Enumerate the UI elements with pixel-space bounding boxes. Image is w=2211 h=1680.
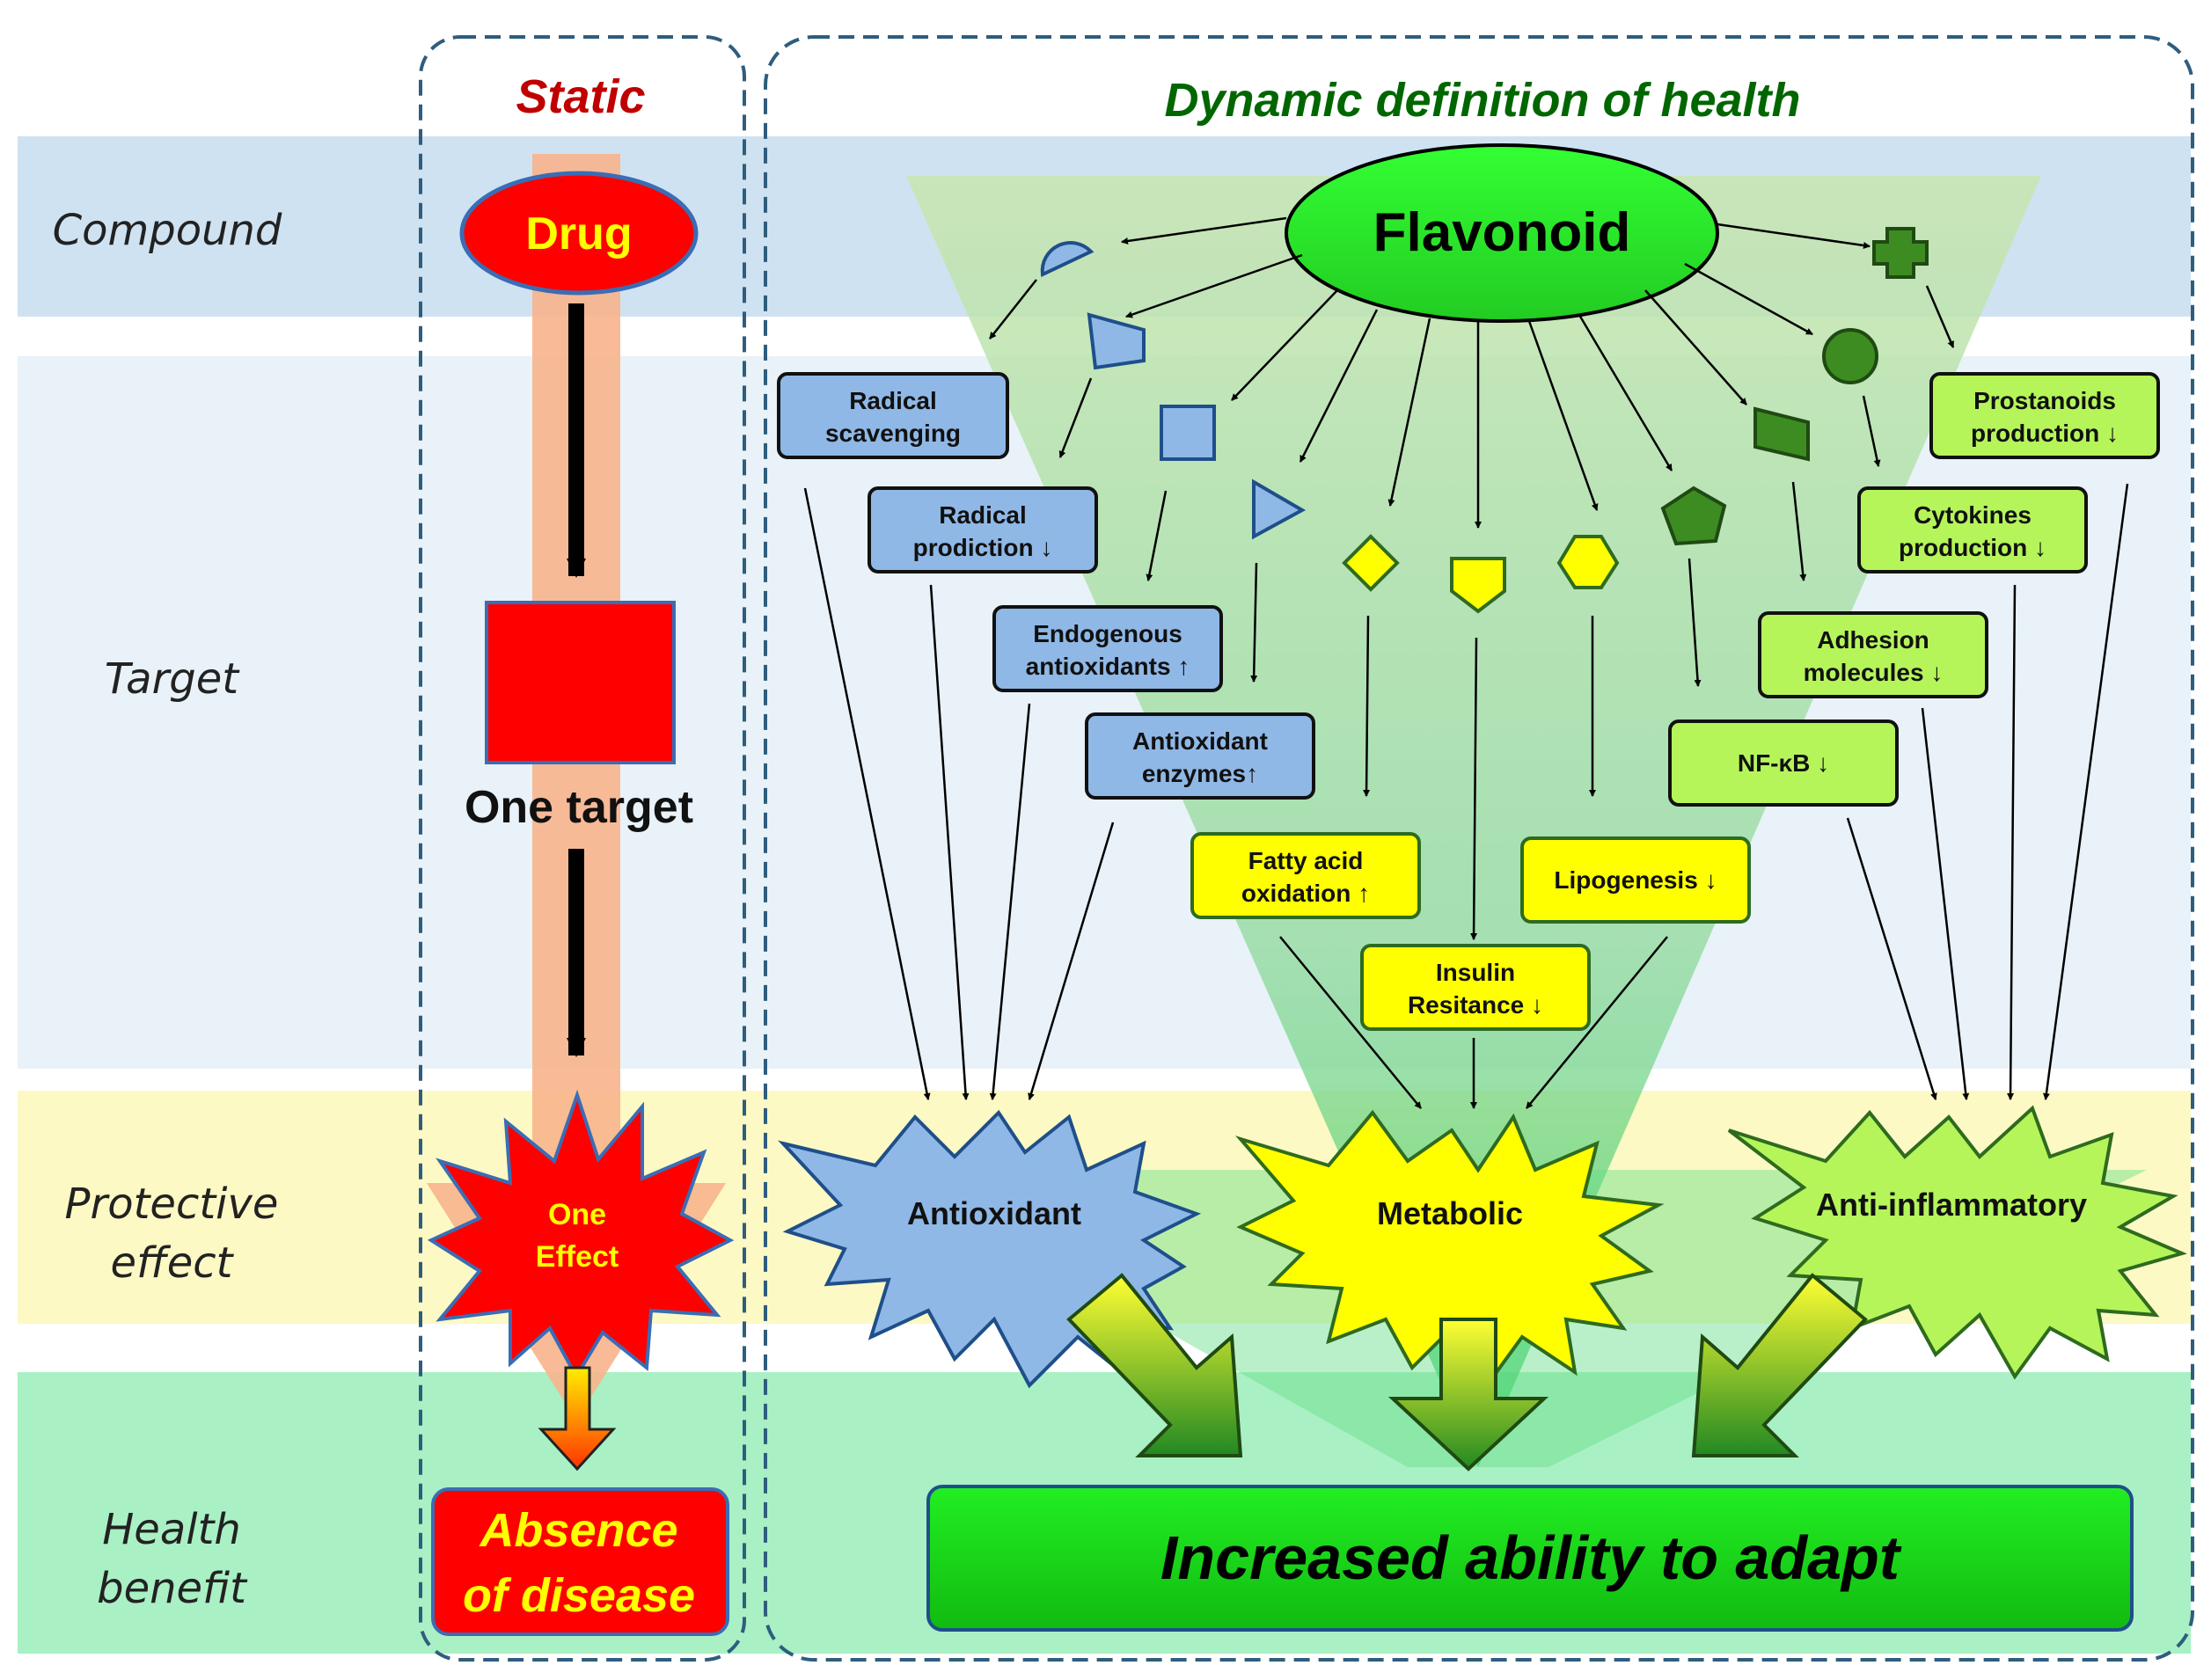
- row-label-protective-1: Protective: [65, 1180, 279, 1229]
- flavonoid-ellipse: [1285, 143, 1719, 323]
- row-label-health-2: benefit: [97, 1564, 248, 1613]
- absence-label-2: of disease: [463, 1569, 695, 1622]
- box-lipogenesis: Lipogenesis ↓: [1520, 836, 1751, 924]
- box-insulin-resistance: Insulin Resitance ↓: [1360, 944, 1591, 1031]
- svg-text:oxidation ↑: oxidation ↑: [1241, 880, 1370, 907]
- svg-text:Fatty acid: Fatty acid: [1248, 847, 1364, 874]
- svg-text:scavenging: scavenging: [825, 420, 961, 447]
- big-arrow-left: [1066, 1273, 1243, 1457]
- box-adhesion-molecules: Adhesion molecules ↓: [1758, 611, 1988, 698]
- box-radical-scavenging: Radical scavenging: [777, 372, 1009, 459]
- drug-ellipse: [459, 171, 699, 296]
- trapezoid-shape: [1087, 312, 1146, 370]
- one-effect-label-1: One: [548, 1198, 606, 1231]
- drug-label: Drug: [525, 208, 632, 259]
- svg-text:antioxidants ↑: antioxidants ↑: [1026, 653, 1190, 680]
- dark-pentagon-shape: [1660, 486, 1727, 546]
- svg-text:enzymes↑: enzymes↑: [1142, 760, 1258, 787]
- dynamic-panel: Flavonoid: [764, 35, 2194, 1662]
- outcome-label: Increased ability to adapt: [1160, 1523, 1902, 1592]
- static-small-arrow: [538, 1366, 617, 1472]
- box-prostanoids-production: Prostanoids production ↓: [1929, 372, 2160, 459]
- box-endogenous-antioxidants: Endogenous antioxidants ↑: [992, 605, 1223, 692]
- pentagon-shape: [1450, 557, 1506, 614]
- square-shape: [1160, 405, 1216, 461]
- absence-label-1: Absence: [478, 1504, 677, 1557]
- hexagon-shape: [1556, 535, 1620, 589]
- dynamic-panel-frame: [764, 35, 2194, 1662]
- absence-of-disease-box: [431, 1487, 729, 1636]
- flavonoid-label: Flavonoid: [1373, 202, 1631, 263]
- target-to-effect-arrows: [803, 483, 2129, 1109]
- svg-text:Endogenous: Endogenous: [1033, 620, 1182, 647]
- dynamic-title: Dynamic definition of health: [1164, 74, 1800, 127]
- static-title: Static: [516, 70, 645, 123]
- svg-text:molecules ↓: molecules ↓: [1804, 659, 1944, 686]
- svg-text:Adhesion: Adhesion: [1817, 626, 1929, 654]
- box-cytokines-production: Cytokines production ↓: [1857, 486, 2088, 573]
- static-panel: Drug One target One Effect Absence of di…: [419, 35, 746, 1662]
- flavonoid-arrows: [1121, 216, 1871, 529]
- box-nfkb: NF-κB ↓: [1668, 719, 1899, 807]
- one-target-label: One target: [465, 782, 693, 833]
- static-broad-arrow: [427, 154, 726, 1421]
- box-antioxidant-enzymes: Antioxidant enzymes↑: [1085, 712, 1315, 800]
- svg-text:Cytokines: Cytokines: [1914, 501, 2032, 529]
- parallelogram-shape: [1753, 406, 1810, 462]
- svg-text:Prostanoids: Prostanoids: [1973, 387, 2116, 414]
- svg-text:production ↓: production ↓: [1971, 420, 2119, 447]
- svg-text:prodiction ↓: prodiction ↓: [913, 534, 1053, 561]
- row-label-health-1: Health: [102, 1505, 241, 1554]
- antioxidant-label: Antioxidant: [907, 1195, 1081, 1231]
- svg-text:Radical: Radical: [939, 501, 1027, 529]
- half-circle-shape: [1040, 240, 1095, 277]
- box-radical-prodiction: Radical prodiction ↓: [868, 486, 1098, 573]
- big-arrow-middle: [1387, 1318, 1549, 1472]
- svg-text:Radical: Radical: [849, 387, 937, 414]
- big-arrow-right: [1691, 1273, 1868, 1457]
- target-square: [485, 601, 676, 764]
- shape-to-target-arrows: [989, 279, 1955, 940]
- svg-text:NF-κB ↓: NF-κB ↓: [1738, 749, 1829, 777]
- metabolic-label: Metabolic: [1377, 1195, 1523, 1231]
- outcome-box: [926, 1485, 2134, 1632]
- svg-text:Insulin: Insulin: [1436, 959, 1515, 986]
- anti-inflammatory-burst: [1727, 1105, 2187, 1380]
- svg-text:Lipogenesis ↓: Lipogenesis ↓: [1554, 866, 1717, 894]
- svg-text:Resitance ↓: Resitance ↓: [1408, 991, 1543, 1019]
- triangle-shape: [1252, 478, 1307, 540]
- row-label-protective-2: effect: [111, 1238, 235, 1288]
- diamond-shape: [1342, 534, 1400, 592]
- box-fatty-acid-oxidation: Fatty acid oxidation ↑: [1190, 832, 1421, 919]
- svg-text:Antioxidant: Antioxidant: [1132, 727, 1268, 755]
- anti-inflammatory-label: Anti-inflammatory: [1816, 1187, 2087, 1223]
- circle-shape: [1822, 328, 1878, 384]
- static-panel-frame: [419, 35, 746, 1662]
- metabolic-burst: [1235, 1109, 1665, 1389]
- svg-text:production ↓: production ↓: [1899, 534, 2046, 561]
- row-label-compound: Compound: [53, 206, 282, 255]
- row-label-target: Target: [105, 654, 240, 704]
- cross-shape: [1872, 227, 1929, 279]
- one-effect-label-2: Effect: [536, 1240, 619, 1274]
